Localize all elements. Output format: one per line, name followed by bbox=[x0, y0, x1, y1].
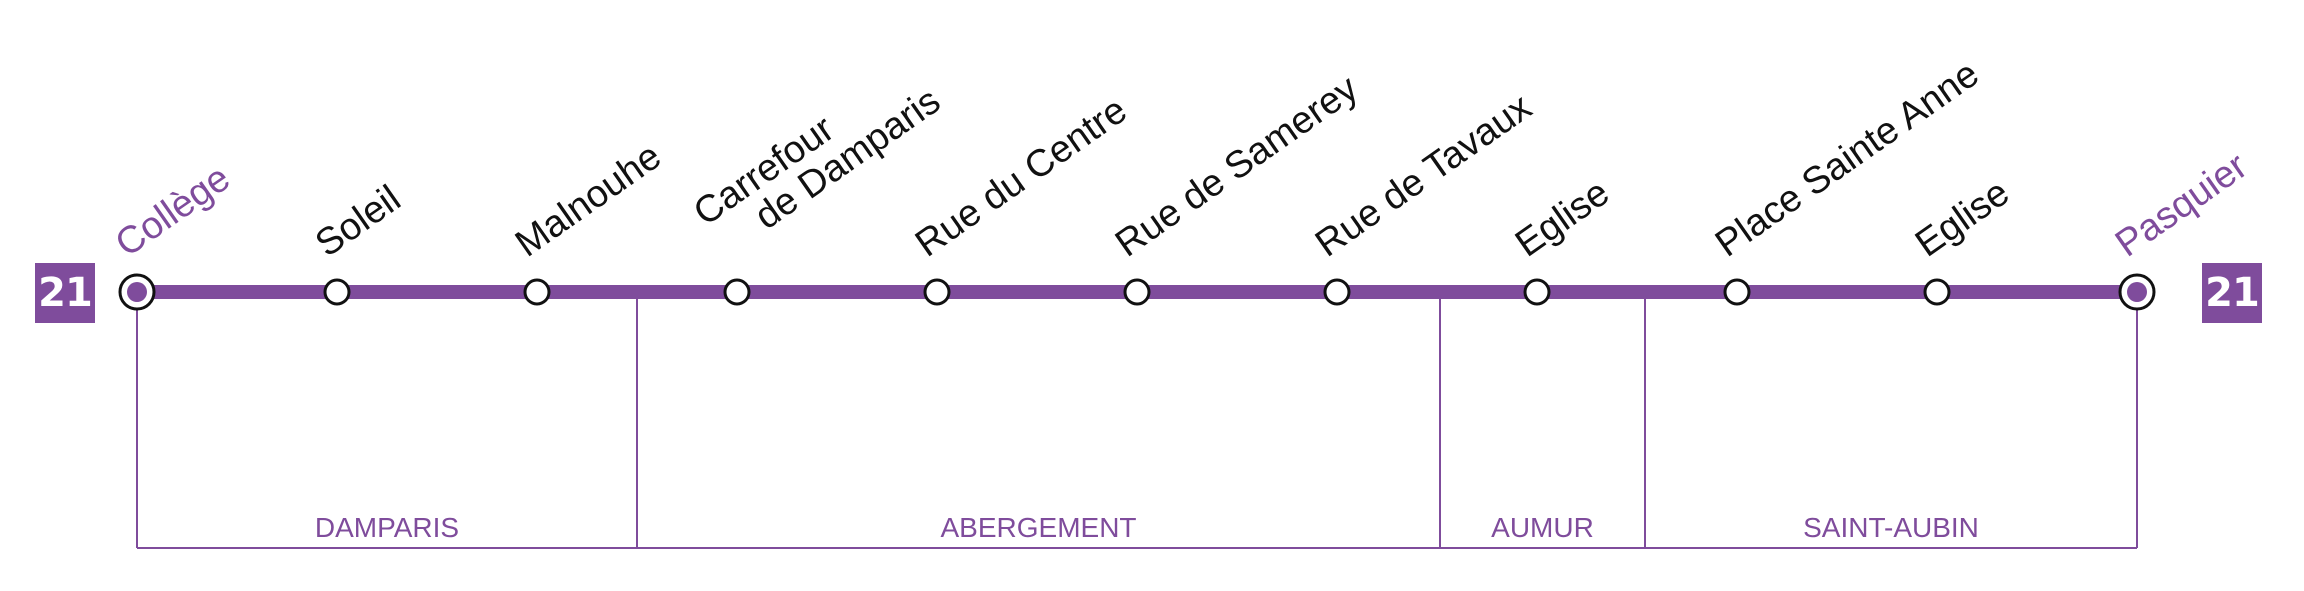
stop-marker bbox=[1523, 278, 1551, 306]
stop-name-line: Pasquier bbox=[2108, 145, 2255, 266]
stop-marker bbox=[923, 278, 951, 306]
stop-marker bbox=[323, 278, 351, 306]
zone-label: ABERGEMENT bbox=[940, 512, 1136, 543]
stop-marker bbox=[1323, 278, 1351, 306]
route-number-label: 21 bbox=[2205, 270, 2260, 316]
zone-label: AUMUR bbox=[1491, 512, 1594, 543]
stop-name-line: Collège bbox=[108, 157, 238, 265]
stop-marker bbox=[723, 278, 751, 306]
stop-marker bbox=[523, 278, 551, 306]
zone-label: DAMPARIS bbox=[315, 512, 459, 543]
stop-marker bbox=[1723, 278, 1751, 306]
stop-name-line: Eglise bbox=[1508, 172, 1617, 266]
stop-name-label: Soleil bbox=[308, 178, 408, 266]
stop-name-label: Eglise bbox=[1908, 172, 2017, 266]
route-number-badge-right: 21 bbox=[2202, 263, 2262, 323]
stop-name-line: Malnouhe bbox=[508, 135, 669, 265]
stop-name-label: Pasquier bbox=[2108, 145, 2255, 266]
stop-marker bbox=[1123, 278, 1151, 306]
stop-name-label: Eglise bbox=[1508, 172, 1617, 266]
terminus-stop-dot bbox=[2127, 282, 2147, 302]
stop-marker bbox=[1923, 278, 1951, 306]
stop-name-line: Eglise bbox=[1908, 172, 2017, 266]
stop-name-label: Collège bbox=[108, 157, 238, 265]
stop-name-label: Malnouhe bbox=[508, 135, 669, 265]
route-number-badge-left: 21 bbox=[35, 263, 95, 323]
terminus-stop-dot bbox=[127, 282, 147, 302]
zone-label: SAINT-AUBIN bbox=[1803, 512, 1979, 543]
stop-name-line: Soleil bbox=[308, 178, 408, 266]
route-number-label: 21 bbox=[38, 270, 93, 316]
